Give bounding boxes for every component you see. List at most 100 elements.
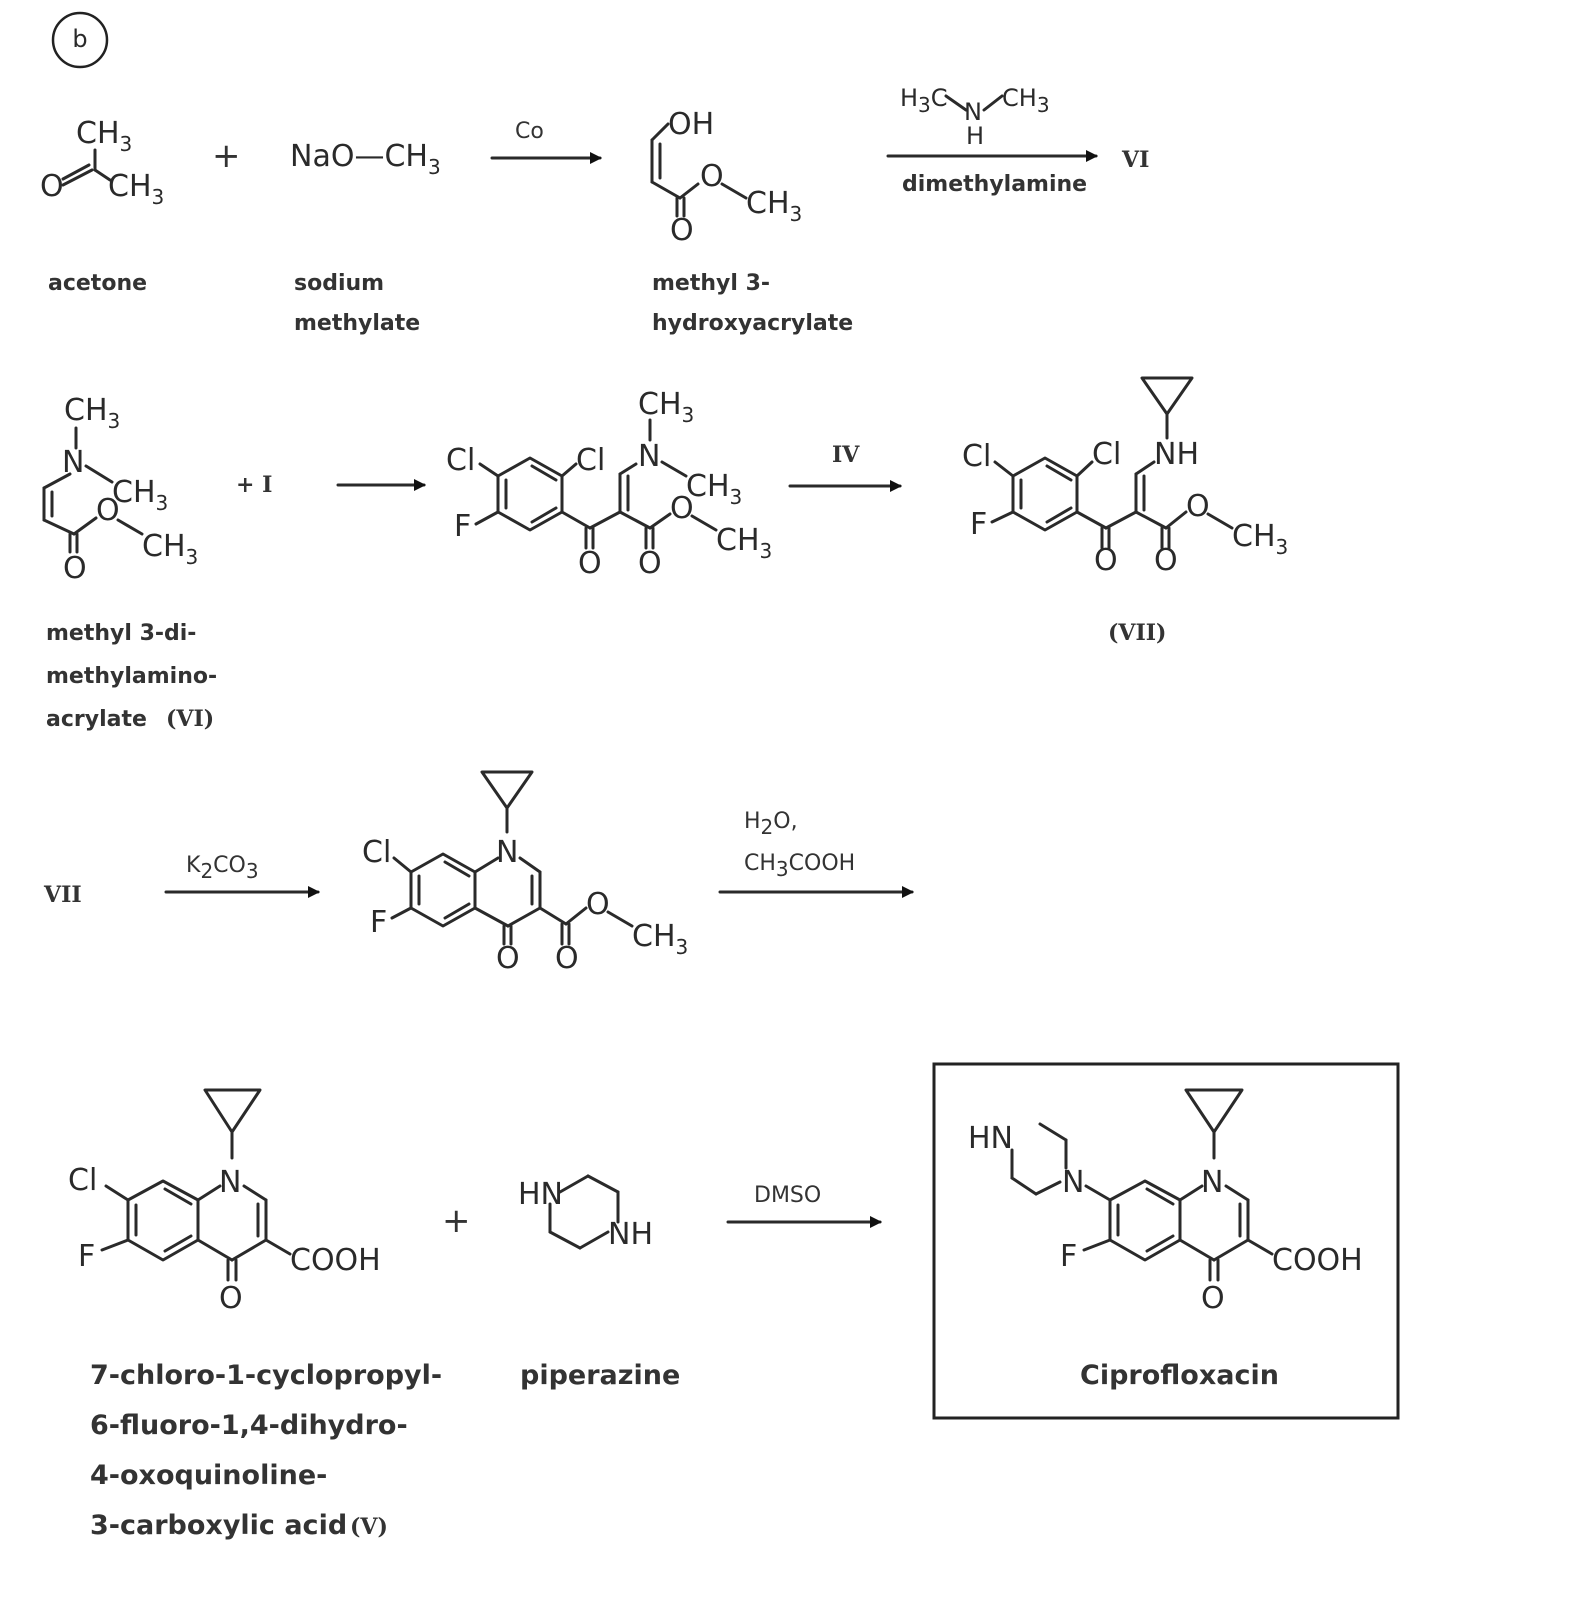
svg-text:Cl: Cl — [446, 443, 475, 478]
svg-text:F: F — [1060, 1239, 1077, 1274]
svg-text:O: O — [1154, 543, 1178, 578]
svg-text:O: O — [1094, 543, 1118, 578]
svg-text:O: O — [96, 493, 120, 528]
dimethylaminoacrylate-structure: CH3 N CH3 O CH3 O — [42, 393, 198, 586]
svg-text:CH3: CH3 — [76, 116, 132, 156]
vii-label: (VII) — [1108, 620, 1166, 646]
sodium-name-line1: sodium — [294, 271, 384, 296]
svg-text:CH3: CH3 — [1232, 519, 1288, 559]
reagent-h2o: H2O, — [744, 809, 798, 839]
svg-text:O: O — [40, 169, 64, 204]
svg-text:N: N — [964, 98, 982, 126]
svg-text:COOH: COOH — [1272, 1243, 1363, 1278]
piperazine-structure: HN NH — [518, 1174, 653, 1252]
piperazine-name: piperazine — [520, 1360, 680, 1391]
svg-text:O: O — [586, 887, 610, 922]
svg-text:Cl: Cl — [576, 443, 605, 478]
svg-text:H: H — [966, 122, 984, 150]
reagent-iv: IV — [832, 442, 860, 468]
svg-text:N: N — [219, 1165, 241, 1200]
hydroxy-name-line1: methyl 3- — [652, 271, 770, 296]
svg-text:H3C: H3C — [900, 84, 948, 117]
vi-name-line3: acrylate — [46, 707, 147, 732]
svg-text:CH3: CH3 — [632, 919, 688, 959]
svg-text:N: N — [638, 439, 660, 474]
vi-name-line1: methyl 3-di- — [46, 621, 196, 646]
svg-text:CH3: CH3 — [638, 387, 694, 427]
quinolone-ester-structure: N O Cl F O O CH3 — [362, 770, 688, 976]
hydroxy-name-line2: hydroxyacrylate — [652, 311, 853, 336]
reagent-k2co3: K2CO3 — [186, 853, 259, 883]
compound-v-structure: N O Cl F COOH — [68, 1088, 381, 1316]
svg-text:N: N — [1201, 1165, 1223, 1200]
reagent-dimethylamine: dimethylamine — [902, 172, 1087, 197]
dimethylamine-structure: H3C N CH3 H — [900, 84, 1050, 150]
svg-text:O: O — [670, 213, 694, 248]
svg-text:N: N — [62, 445, 84, 480]
svg-text:b: b — [72, 25, 87, 53]
svg-text:O: O — [670, 491, 694, 526]
svg-text:F: F — [970, 507, 987, 542]
svg-text:CH3: CH3 — [112, 475, 168, 515]
plus-reagent-i: + I — [236, 472, 272, 498]
reagent-acoh: CH3COOH — [744, 851, 855, 881]
svg-text:O: O — [638, 546, 662, 581]
svg-text:O: O — [496, 941, 520, 976]
reagent-co: Co — [515, 119, 544, 144]
svg-text:Cl: Cl — [68, 1163, 97, 1198]
start-ref-vii: VII — [43, 882, 82, 908]
reagent-dmso: DMSO — [754, 1183, 821, 1208]
v-name-line2: 6-fluoro-1,4-dihydro- — [90, 1410, 408, 1441]
product-name-ciprofloxacin: Ciprofloxacin — [1080, 1360, 1279, 1391]
svg-text:CH3: CH3 — [108, 169, 164, 209]
svg-text:CH3: CH3 — [716, 523, 772, 563]
product-box — [932, 1062, 1400, 1420]
panel-label: b — [51, 11, 109, 69]
svg-text:CH3: CH3 — [686, 469, 742, 509]
svg-text:O: O — [555, 941, 579, 976]
svg-text:CH3: CH3 — [746, 186, 802, 226]
svg-text:O: O — [1201, 1281, 1225, 1316]
acetone-structure: CH3 O CH3 — [40, 116, 164, 209]
product-ref-vi: VI — [1121, 147, 1149, 173]
svg-text:Cl: Cl — [962, 439, 991, 474]
v-roman-label: (V) — [350, 1514, 388, 1540]
vi-name-line2: methylamino- — [46, 664, 217, 689]
v-name-line3: 4-oxoquinoline- — [90, 1460, 327, 1491]
svg-text:OH: OH — [668, 107, 714, 142]
svg-text:O: O — [1186, 489, 1210, 524]
svg-text:CH3: CH3 — [142, 529, 198, 569]
svg-text:Cl: Cl — [362, 835, 391, 870]
acetone-name: acetone — [48, 271, 147, 296]
vii-structure: NH Cl Cl F O O O CH3 — [962, 376, 1288, 578]
v-name-line1: 7-chloro-1-cyclopropyl- — [90, 1360, 442, 1391]
svg-text:O: O — [700, 159, 724, 194]
svg-text:CH3: CH3 — [64, 393, 120, 433]
plus-sign: + — [212, 136, 241, 176]
svg-text:N: N — [1062, 1165, 1084, 1200]
svg-text:F: F — [370, 905, 387, 940]
svg-text:O: O — [578, 546, 602, 581]
benzoyl-dimethylaminoacrylate-structure: Cl Cl F O N CH3 CH3 O O CH3 — [446, 387, 772, 581]
ciprofloxacin-structure: N O COOH F N HN — [968, 1088, 1363, 1316]
v-name-line4: 3-carboxylic acid — [90, 1510, 347, 1541]
svg-text:HN: HN — [968, 1121, 1013, 1156]
svg-text:NH: NH — [1154, 437, 1199, 472]
vi-roman-label: (VI) — [166, 706, 214, 732]
svg-text:O: O — [219, 1281, 243, 1316]
svg-text:COOH: COOH — [290, 1243, 381, 1278]
svg-text:F: F — [78, 1239, 95, 1274]
svg-text:HN: HN — [518, 1177, 563, 1212]
svg-text:Cl: Cl — [1092, 437, 1121, 472]
svg-text:O: O — [63, 551, 87, 586]
svg-text:NH: NH — [608, 1217, 653, 1252]
sodium-methylate-structure: NaO—CH3 — [290, 139, 441, 179]
svg-text:N: N — [496, 835, 518, 870]
hydroxyacrylate-structure: OH O CH3 O — [650, 107, 802, 248]
plus-sign: + — [442, 1201, 471, 1241]
svg-text:CH3: CH3 — [1002, 84, 1050, 117]
sodium-name-line2: methylate — [294, 311, 420, 336]
svg-text:F: F — [454, 509, 471, 544]
svg-text:NaO—CH3: NaO—CH3 — [290, 139, 441, 179]
